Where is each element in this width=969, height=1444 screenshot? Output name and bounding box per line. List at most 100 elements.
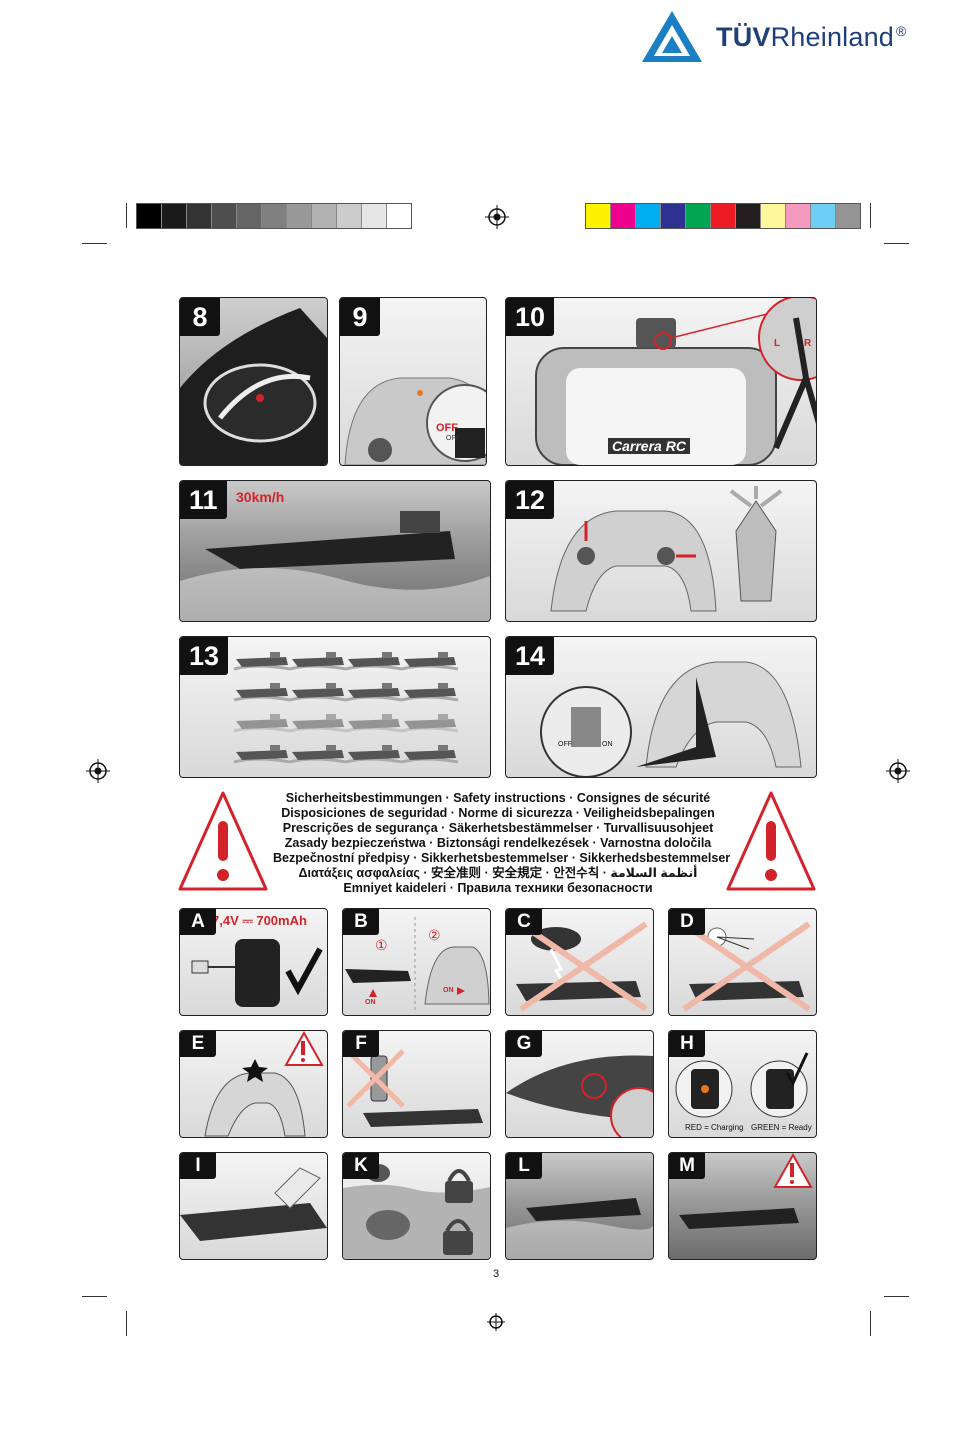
step-number: 13 xyxy=(180,637,229,675)
grey-scale-bar xyxy=(136,203,412,229)
charging-port-illustration xyxy=(506,1055,653,1137)
boat-speeding-illustration xyxy=(180,511,490,621)
carrera-rc-logo: Carrera RC xyxy=(608,438,690,454)
panel-13: 13 xyxy=(179,636,491,778)
step-letter: H xyxy=(669,1031,705,1057)
triangle-logo-icon xyxy=(642,11,702,62)
colour-swatch xyxy=(262,204,287,228)
boat-warning-illustration xyxy=(679,1153,813,1229)
battery-spec-label: 7,4V ⎓ 700mAh xyxy=(212,913,307,928)
off-small-label: OFF xyxy=(446,435,460,442)
boat-icon xyxy=(345,714,403,733)
warning-triangle-icon xyxy=(726,791,816,891)
step-letter: C xyxy=(506,909,542,935)
process-colour-bar xyxy=(585,203,861,229)
page-number: 3 xyxy=(493,1268,500,1280)
panel-F: F xyxy=(342,1030,491,1138)
checkmark-icon xyxy=(785,1052,809,1087)
safety-heading: Sicherheitsbestimmungen · Safety instruc… xyxy=(273,791,731,896)
boat-icon xyxy=(401,652,459,671)
step-number: 9 xyxy=(340,298,380,336)
safety-heading-line: Emniyet kaideleri · Правила техники безо… xyxy=(343,881,653,895)
controller-lanyard-illustration xyxy=(540,661,802,777)
speed-label: 30km/h xyxy=(236,489,285,505)
panel-K: K xyxy=(342,1152,491,1260)
colour-swatch xyxy=(162,204,187,228)
panel-12: 12 xyxy=(505,480,817,622)
charging-led-illustration xyxy=(675,1052,809,1118)
red-charging-caption: RED = Charging xyxy=(685,1123,744,1132)
colour-swatch xyxy=(611,204,636,228)
safety-heading-line: Sicherheitsbestimmungen · Safety instruc… xyxy=(285,791,711,805)
panel-E: E xyxy=(179,1030,328,1138)
on-label: ON xyxy=(443,987,454,994)
left-label: L xyxy=(774,338,781,349)
step-letter: L xyxy=(506,1153,542,1179)
panel-D: D xyxy=(668,908,817,1016)
colour-swatch xyxy=(387,204,411,228)
panel-C: C xyxy=(505,908,654,1016)
steering-controller-illustration xyxy=(550,486,783,612)
safety-heading-line: Zasady bezpieczeństwa · Biztonsági rende… xyxy=(284,836,712,850)
step-letter: K xyxy=(343,1153,379,1179)
multiple-boats-illustration xyxy=(233,652,459,764)
crop-mark xyxy=(126,1311,127,1336)
step-number: 8 xyxy=(180,298,220,336)
colour-swatch xyxy=(362,204,387,228)
on-label: ON xyxy=(365,999,376,1006)
no-spray-illustration xyxy=(346,1049,483,1127)
warning-triangle-icon xyxy=(178,791,268,891)
panel-I: I xyxy=(179,1152,328,1260)
boat-icon xyxy=(345,745,403,764)
colour-swatch xyxy=(736,204,761,228)
boat-icon xyxy=(233,714,291,733)
colour-swatch xyxy=(312,204,337,228)
colour-swatch xyxy=(711,204,736,228)
colour-swatch xyxy=(337,204,362,228)
boat-icon xyxy=(233,745,291,764)
step-letter: E xyxy=(180,1031,216,1057)
boat-icon xyxy=(233,683,291,702)
step-number: 10 xyxy=(506,298,555,336)
panel-14: 14 OFF ON xyxy=(505,636,817,778)
step-letter: I xyxy=(180,1153,216,1179)
boat-icon xyxy=(289,745,347,764)
registration-mark-icon xyxy=(487,1313,505,1331)
crop-mark xyxy=(82,243,107,244)
boat-icon xyxy=(401,745,459,764)
controller-warning-illustration xyxy=(204,1031,324,1137)
on-label: ON xyxy=(602,741,613,748)
panel-G: G xyxy=(505,1030,654,1138)
boat-icon xyxy=(345,652,403,671)
checkmark-icon xyxy=(285,947,323,996)
colour-swatch xyxy=(686,204,711,228)
right-label: R xyxy=(804,338,812,349)
panel-L: L xyxy=(505,1152,654,1260)
step-letter: D xyxy=(669,909,705,935)
panel-H: H RED = Charging GREEN = Ready xyxy=(668,1030,817,1138)
registration-mark-icon xyxy=(86,759,110,783)
step-number: 14 xyxy=(506,637,555,675)
boat-icon xyxy=(345,683,403,702)
safety-heading-line: Disposiciones de seguridad · Norme di si… xyxy=(281,806,715,820)
colour-swatch xyxy=(761,204,786,228)
no-thunderstorm-illustration xyxy=(516,921,648,1012)
safety-heading-line: Bezpečnostní předpisy · Sikkerhetsbestem… xyxy=(273,851,731,865)
controller-switch-illustration xyxy=(344,377,486,465)
off-label: OFF xyxy=(436,422,458,434)
crop-mark xyxy=(884,243,909,244)
colour-swatch xyxy=(661,204,686,228)
boat-icon xyxy=(401,714,459,733)
crop-mark xyxy=(82,1296,107,1297)
crop-mark xyxy=(870,203,871,228)
charger-and-pliers-illustration xyxy=(535,298,816,465)
boat-on-water-illustration xyxy=(506,1198,653,1259)
registration-mark-icon xyxy=(485,205,509,229)
boat-icon xyxy=(233,652,291,671)
step-1-marker: ① xyxy=(375,937,388,953)
safety-heading-line: Διατάξεις ασφαλείας · 安全准则 · 安全規定 · 안전수칙… xyxy=(298,866,698,880)
step-2-marker: ② xyxy=(428,927,441,943)
panel-B: B ① ② ON ON xyxy=(342,908,491,1016)
boat-icon xyxy=(289,714,347,733)
battery-insertion-illustration xyxy=(180,1167,327,1241)
